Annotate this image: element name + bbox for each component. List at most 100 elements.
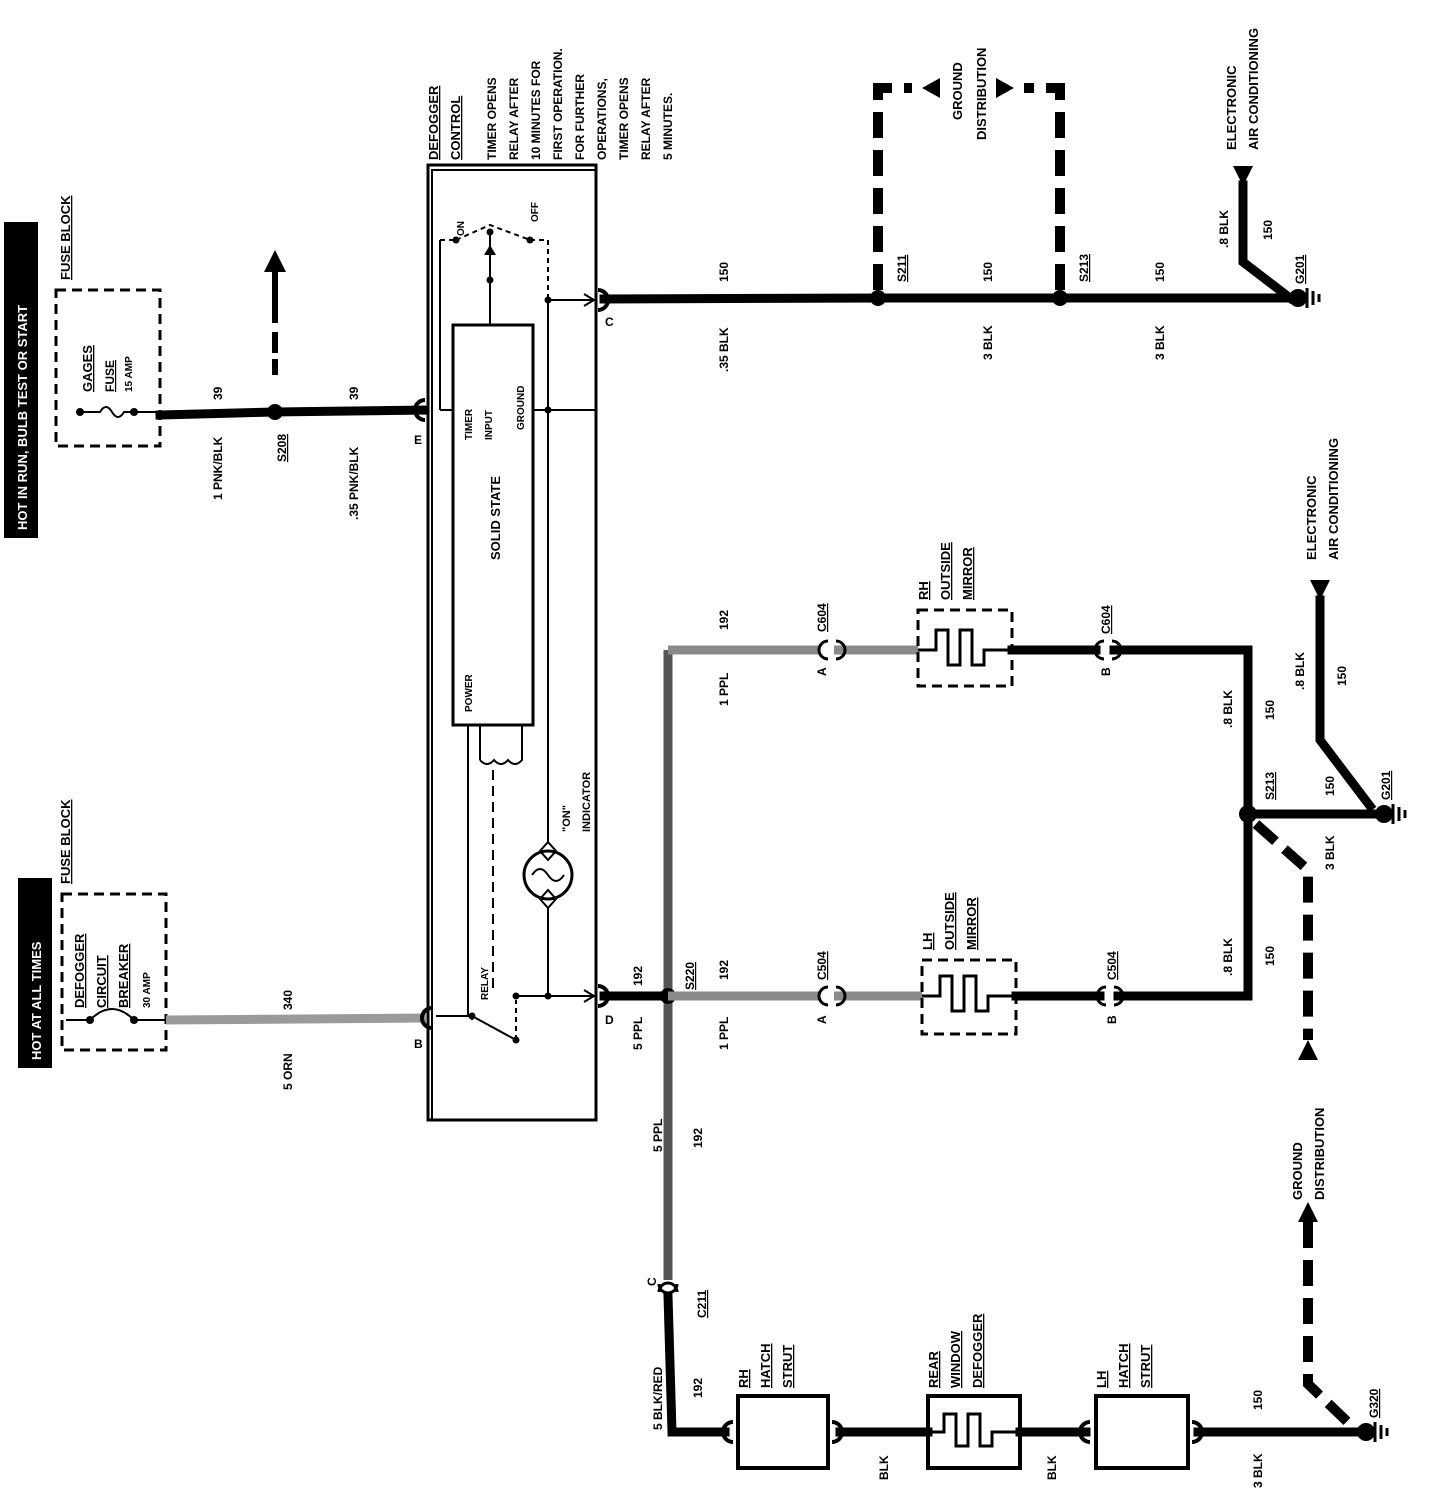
svg-text:15 AMP: 15 AMP bbox=[124, 356, 135, 392]
svg-text:HATCH: HATCH bbox=[758, 1343, 773, 1388]
splice-s208 bbox=[267, 404, 283, 420]
svg-text:.8 BLK: .8 BLK bbox=[1221, 690, 1235, 728]
svg-text:STRUT: STRUT bbox=[780, 1345, 795, 1388]
svg-text:A: A bbox=[815, 1015, 829, 1024]
continues-arrow-icon bbox=[264, 250, 286, 272]
heater-grid-icon bbox=[922, 974, 1016, 1013]
heater-grid-icon bbox=[928, 1412, 1020, 1448]
circuit-150-top: 150 .35 BLK S211 150 3 BLK S213 150 3 BL… bbox=[597, 28, 1321, 372]
circuit-39: 39 1 PNK/BLK S208 39 .35 PNK/BLK bbox=[155, 250, 430, 520]
svg-text:5 PPL: 5 PPL bbox=[651, 1119, 665, 1152]
circuit-150-middle: C604 B C504 B .8 BLK 150 .8 BLK 150 S213… bbox=[1007, 438, 1407, 1436]
defogger-control-module: DEFOGGER CONTROL TIMER OPENS RELAY AFTER… bbox=[414, 48, 675, 1122]
svg-text:G320: G320 bbox=[1367, 1388, 1381, 1418]
svg-text:GROUND: GROUND bbox=[516, 386, 527, 430]
svg-text:C604: C604 bbox=[1099, 605, 1113, 634]
svg-text:1 PPL: 1 PPL bbox=[717, 673, 731, 706]
svg-text:1 PPL: 1 PPL bbox=[717, 1017, 731, 1050]
svg-text:DISTRIBUTION: DISTRIBUTION bbox=[1312, 1108, 1327, 1200]
svg-text:192: 192 bbox=[691, 1128, 705, 1148]
timer-note: TIMER OPENS RELAY AFTER 10 MINUTES FOR F… bbox=[485, 48, 675, 160]
svg-text:FIRST OPERATION.: FIRST OPERATION. bbox=[551, 48, 565, 160]
svg-text:A: A bbox=[815, 667, 829, 676]
svg-text:DEFOGGER: DEFOGGER bbox=[426, 85, 441, 160]
svg-text:FOR FURTHER: FOR FURTHER bbox=[573, 74, 587, 160]
svg-text:B: B bbox=[1105, 1015, 1119, 1024]
lh-outside-mirror: LH OUTSIDE MIRROR bbox=[920, 892, 1018, 1036]
svg-text:LH: LH bbox=[1094, 1371, 1109, 1388]
svg-text:HOT IN RUN, BULB TEST OR START: HOT IN RUN, BULB TEST OR START bbox=[15, 305, 30, 530]
svg-text:.8 BLK: .8 BLK bbox=[1221, 938, 1235, 976]
svg-text:C504: C504 bbox=[815, 951, 829, 980]
svg-text:AIR CONDITIONING: AIR CONDITIONING bbox=[1326, 438, 1341, 560]
svg-text:WINDOW: WINDOW bbox=[948, 1330, 963, 1388]
relay-coil-icon bbox=[479, 725, 523, 765]
svg-text:5 MINUTES.: 5 MINUTES. bbox=[661, 93, 675, 160]
svg-text:MIRROR: MIRROR bbox=[960, 547, 975, 600]
ground-g201-icon bbox=[1289, 289, 1307, 307]
svg-text:GROUND: GROUND bbox=[1290, 1142, 1305, 1200]
svg-text:MIRROR: MIRROR bbox=[964, 897, 979, 950]
ground-g320-icon bbox=[1357, 1423, 1375, 1441]
svg-text:FUSE BLOCK: FUSE BLOCK bbox=[58, 799, 73, 884]
svg-text:39: 39 bbox=[347, 386, 361, 400]
svg-text:DEFOGGER: DEFOGGER bbox=[72, 933, 87, 1008]
svg-text:150: 150 bbox=[1261, 220, 1275, 240]
svg-text:E: E bbox=[414, 433, 422, 447]
svg-text:150: 150 bbox=[981, 262, 995, 282]
ground-g320: 150 3 BLK G320 bbox=[1193, 1388, 1389, 1488]
svg-text:"ON": "ON" bbox=[561, 805, 573, 832]
svg-text:HATCH: HATCH bbox=[1116, 1343, 1131, 1388]
svg-text:RH: RH bbox=[916, 581, 931, 600]
svg-text:150: 150 bbox=[1251, 1390, 1265, 1410]
svg-text:OUTSIDE: OUTSIDE bbox=[938, 542, 953, 600]
svg-text:GAGES: GAGES bbox=[80, 345, 95, 392]
svg-text:POWER: POWER bbox=[464, 673, 475, 712]
svg-text:C: C bbox=[605, 315, 614, 329]
svg-text:150: 150 bbox=[1153, 262, 1167, 282]
svg-text:150: 150 bbox=[1263, 700, 1277, 720]
svg-text:INDICATOR: INDICATOR bbox=[581, 772, 593, 832]
svg-text:C604: C604 bbox=[815, 603, 829, 632]
svg-text:ON: ON bbox=[456, 221, 467, 236]
svg-text:STRUT: STRUT bbox=[1138, 1345, 1153, 1388]
svg-text:5 PPL: 5 PPL bbox=[631, 1017, 645, 1050]
svg-text:HOT AT ALL TIMES: HOT AT ALL TIMES bbox=[29, 941, 44, 1060]
svg-text:SOLID STATE: SOLID STATE bbox=[488, 476, 503, 560]
svg-text:OUTSIDE: OUTSIDE bbox=[942, 892, 957, 950]
banner-hot-at-all-times: HOT AT ALL TIMES bbox=[18, 878, 52, 1068]
svg-text:G201: G201 bbox=[1379, 770, 1393, 800]
svg-text:TIMER OPENS: TIMER OPENS bbox=[617, 77, 631, 160]
svg-text:3 BLK: 3 BLK bbox=[1153, 325, 1167, 360]
ground-dist-arrow-icon bbox=[922, 78, 940, 98]
svg-text:S211: S211 bbox=[895, 254, 909, 282]
svg-text:C211: C211 bbox=[695, 1290, 709, 1318]
svg-text:DISTRIBUTION: DISTRIBUTION bbox=[974, 48, 989, 140]
svg-text:39: 39 bbox=[211, 386, 225, 400]
svg-text:30 AMP: 30 AMP bbox=[142, 972, 153, 1008]
circuit-192: 5 PPL 192 S220 192 1 PPL 192 1 PPL C604 … bbox=[597, 603, 922, 1437]
svg-text:GROUND: GROUND bbox=[950, 62, 965, 120]
svg-text:5 ORN: 5 ORN bbox=[281, 1053, 295, 1090]
svg-text:CIRCUIT: CIRCUIT bbox=[94, 955, 109, 1008]
svg-text:BLK: BLK bbox=[1045, 1455, 1059, 1480]
svg-text:OPERATIONS,: OPERATIONS, bbox=[595, 78, 609, 160]
svg-text:.8 BLK: .8 BLK bbox=[1217, 210, 1231, 248]
svg-text:150: 150 bbox=[717, 262, 731, 282]
svg-text:TIMER: TIMER bbox=[464, 408, 475, 440]
svg-text:FUSE: FUSE bbox=[103, 360, 117, 392]
svg-text:G201: G201 bbox=[1293, 254, 1307, 284]
fuse-block-defogger: FUSE BLOCK DEFOGGER CIRCUIT BREAKER 30 A… bbox=[58, 799, 168, 1052]
svg-text:192: 192 bbox=[691, 1378, 705, 1398]
on-off-switch: ON OFF bbox=[439, 202, 549, 410]
svg-text:B: B bbox=[1099, 667, 1113, 676]
svg-text:10 MINUTES FOR: 10 MINUTES FOR bbox=[529, 60, 543, 160]
relay-contacts: RELAY bbox=[436, 967, 596, 1044]
svg-text:B: B bbox=[414, 1037, 423, 1051]
rh-outside-mirror: RH OUTSIDE MIRROR bbox=[916, 542, 1014, 688]
svg-text:ELECTRONIC: ELECTRONIC bbox=[1304, 475, 1319, 560]
svg-text:CONTROL: CONTROL bbox=[448, 96, 463, 160]
svg-text:RELAY AFTER: RELAY AFTER bbox=[639, 77, 653, 160]
svg-text:BREAKER: BREAKER bbox=[116, 943, 131, 1008]
svg-text:1 PNK/BLK: 1 PNK/BLK bbox=[211, 436, 225, 500]
